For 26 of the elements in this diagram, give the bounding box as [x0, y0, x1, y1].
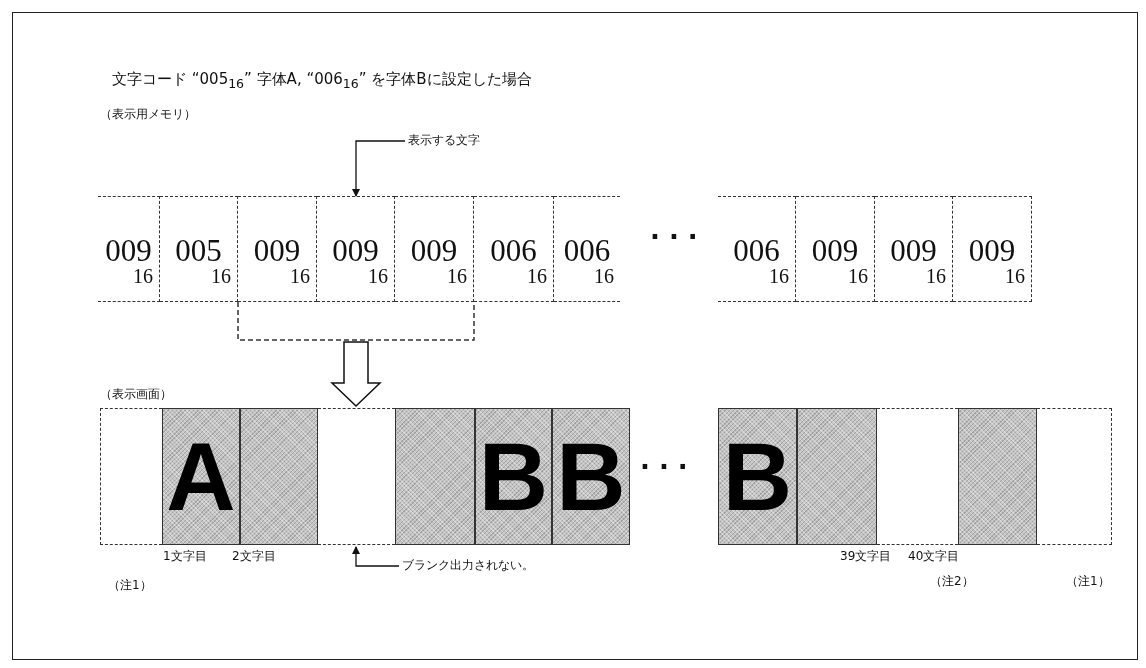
caption-text: 2文字目 [232, 548, 276, 565]
hollow-arrow [330, 341, 382, 408]
caption-text: 1文字目 [163, 548, 207, 565]
ellipsis: · · · [650, 222, 698, 252]
note-text: （注1） [108, 577, 152, 594]
shaded-screen-cell [240, 408, 318, 545]
blank-screen-cell [1037, 408, 1112, 545]
character-cell: B [475, 408, 552, 545]
character-cell: A [162, 408, 240, 545]
ellipsis: · · · [640, 452, 688, 482]
annotation-text: ブランク出力されない。 [402, 557, 534, 574]
shaded-screen-cell [797, 408, 877, 545]
annotation-text: 表示する文字 [408, 132, 480, 149]
note-text: （注1） [1066, 573, 1110, 590]
character-cell: B [718, 408, 797, 545]
shaded-screen-cell [958, 408, 1037, 545]
character-cell: B [552, 408, 630, 545]
note-text: （注2） [930, 573, 974, 590]
section-label: （表示用メモリ） [100, 106, 196, 123]
section-label: （表示画面） [100, 386, 172, 403]
leader-arrow [352, 546, 400, 567]
shaded-screen-cell [395, 408, 475, 545]
diagram-title: 文字コード “005$_{16}$” 字体A, “006$_{16}$” を字体Bに設定した場合 [112, 70, 532, 91]
caption-text: 40文字目 [908, 548, 960, 565]
leader-arrow [352, 140, 406, 197]
caption-text: 39文字目 [840, 548, 892, 565]
